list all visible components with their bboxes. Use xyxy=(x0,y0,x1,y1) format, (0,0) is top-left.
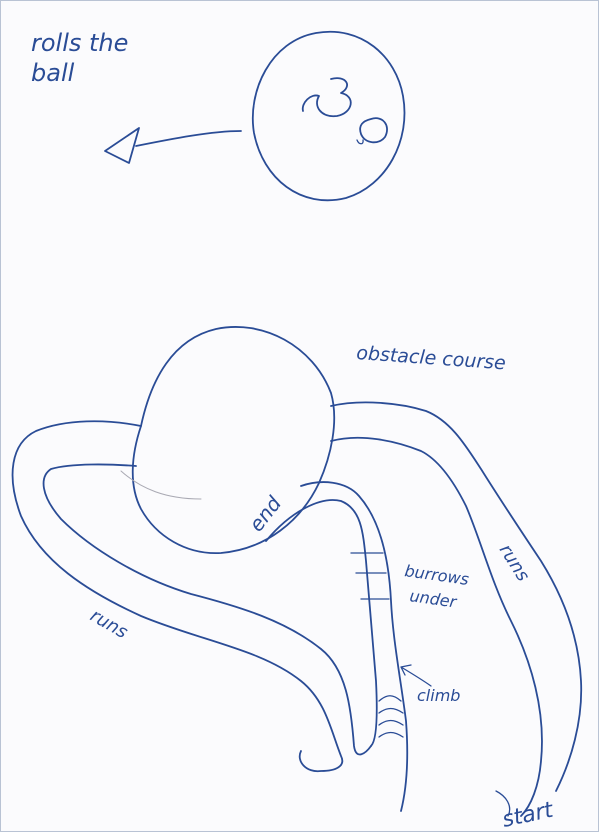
rolls-the-label: rolls the xyxy=(31,29,128,57)
ball-dot xyxy=(357,140,363,144)
under-label: under xyxy=(408,586,458,612)
end-blob xyxy=(133,327,334,553)
track-inner-left xyxy=(44,464,371,754)
ball-scene: rolls the ball xyxy=(31,29,404,200)
ball-letter-shape xyxy=(303,78,351,116)
roll-arrow-head xyxy=(105,128,139,163)
track-outer-left xyxy=(13,421,343,771)
tunnel-left-wall xyxy=(266,500,377,746)
track-right-inner xyxy=(331,438,542,816)
runs-left-label: runs xyxy=(87,605,132,643)
runs-right-label: runs xyxy=(495,541,534,586)
burrows-label: burrows xyxy=(403,561,470,589)
climb-arrow xyxy=(401,665,431,686)
end-label: end xyxy=(244,491,286,536)
roll-arrow-shaft xyxy=(136,131,241,146)
ball-label: ball xyxy=(31,59,75,87)
climb-label: climb xyxy=(417,686,460,705)
obstacle-course: obstacle course xyxy=(13,327,582,831)
obstacle-course-title: obstacle course xyxy=(356,342,507,374)
climb-steps xyxy=(379,696,403,737)
ball-small-circle xyxy=(360,118,387,142)
